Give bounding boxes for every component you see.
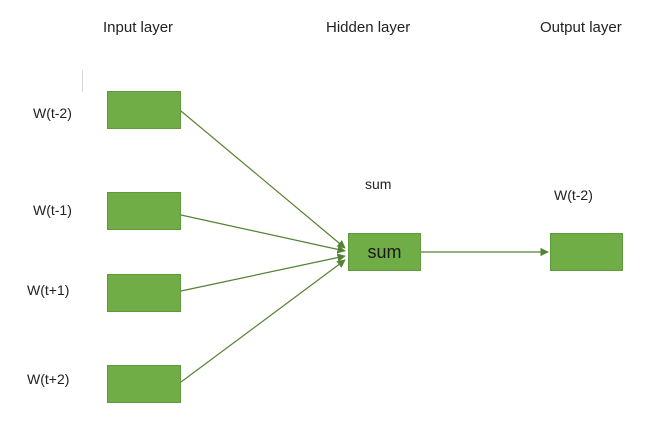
hidden-sum-node: sum: [348, 233, 421, 271]
hidden-node-label: sum: [367, 241, 402, 262]
input-label-1: W(t-2): [33, 105, 72, 121]
edge-input-4-to-hidden: [180, 259, 346, 383]
input-label-3: W(t+1): [27, 282, 70, 298]
output-layer-header: Output layer: [540, 19, 622, 36]
edge-input-3-to-hidden: [180, 253, 346, 292]
input-label-2: W(t-1): [33, 202, 72, 218]
edge-input-1-to-hidden: [180, 110, 346, 249]
hidden-layer-header: Hidden layer: [326, 19, 411, 36]
output-label: W(t-2): [554, 187, 593, 203]
divider-mark: [82, 70, 83, 92]
input-label-4: W(t+2): [27, 371, 70, 387]
hidden-caption: sum: [365, 176, 392, 192]
edge-input-2-to-hidden: [180, 214, 346, 254]
input-node-2: [107, 192, 181, 230]
output-node: [550, 233, 623, 271]
input-node-1: [107, 91, 181, 129]
input-node-4: [107, 365, 181, 403]
input-layer-header: Input layer: [103, 19, 174, 36]
input-node-3: [107, 274, 181, 312]
